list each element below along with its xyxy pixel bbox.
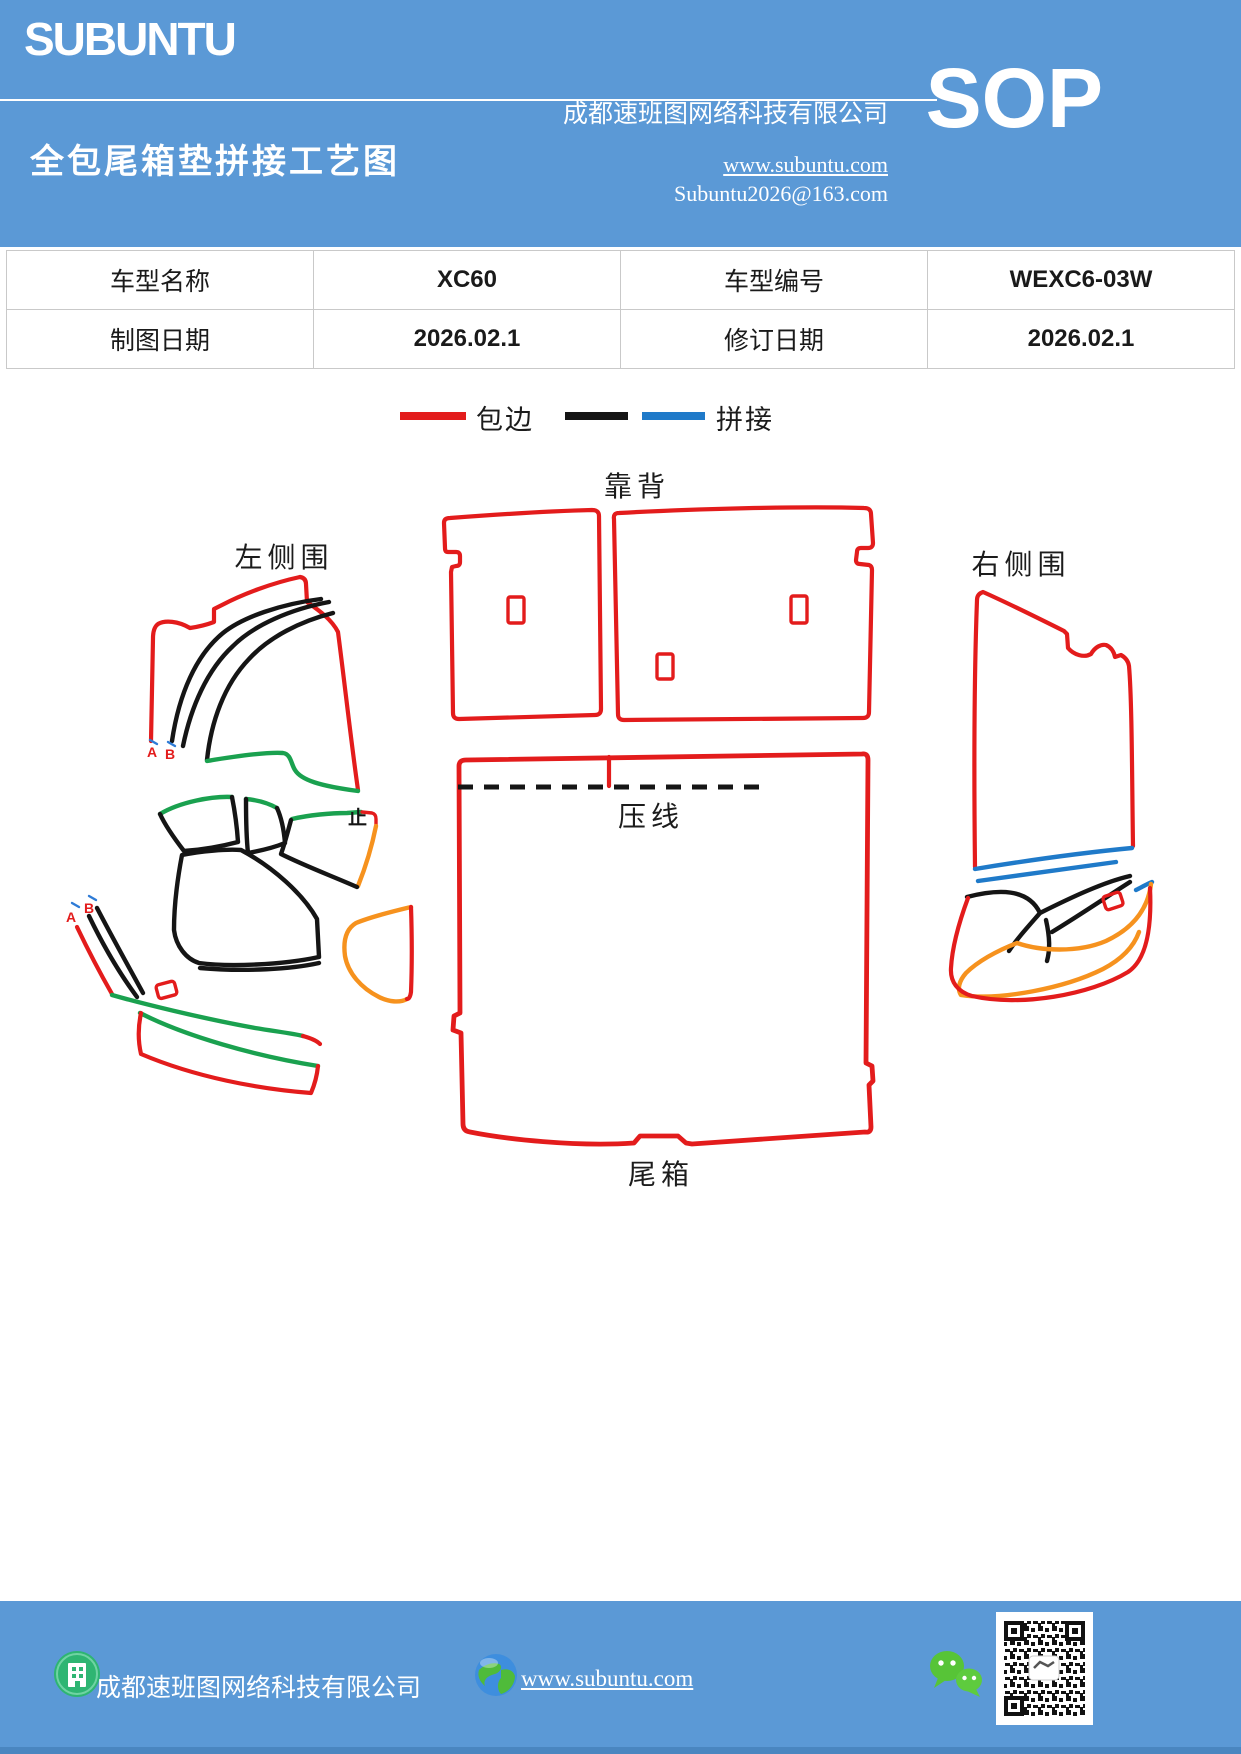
header-email: Subuntu2026@163.com [674,181,888,206]
label-trunk: 尾箱 [628,1159,694,1190]
label-stop-mark: 止 [348,807,367,829]
brand-logo: SUBUNTU [24,13,237,65]
revise-date-value: 2026.02.1 [927,309,1235,369]
label-point-a: A [147,744,157,760]
header-company-name: 成都速班图网络科技有限公司 [562,101,888,128]
backrest-left-piece [441,507,604,722]
footer-bottom-strip [0,1747,1241,1754]
page-title: 全包尾箱垫拼接工艺图 [30,144,400,181]
left-side-panel-piece: A B [147,574,361,794]
model-code-label: 车型编号 [620,250,928,310]
footer-website-link[interactable]: www.subuntu.com [521,1666,694,1691]
table-row: 制图日期 2026.02.1 修订日期 2026.02.1 [6,309,1235,369]
model-name-value: XC60 [313,250,621,310]
label-backrest: 靠背 [604,471,670,502]
wechat-icon [930,1651,982,1697]
legend-label-splice: 拼接 [716,405,774,435]
qr-code [996,1612,1093,1725]
footer-company-name: 成都速班图网络科技有限公司 [96,1675,422,1702]
trunk-piece [450,751,876,1147]
draw-date-label: 制图日期 [6,309,314,369]
table-row: 车型名称 XC60 车型编号 WEXC6-03W [6,250,1235,310]
label-point-b: B [165,746,175,762]
label-right-side: 右侧围 [971,549,1070,580]
label-left-side: 左侧围 [234,542,333,573]
model-code-value: WEXC6-03W [927,250,1235,310]
legend-swatch-splice-black [565,412,628,420]
label-point-a: A [66,909,76,925]
legend-label-edge-binding: 包边 [476,405,534,435]
right-lower-cluster [948,873,1155,1003]
revise-date-label: 修订日期 [620,309,928,369]
legend-swatch-splice-blue [642,412,705,420]
pattern-diagram: 靠背 左侧围 右侧围 压线 尾箱 A B [66,471,1155,1190]
model-name-label: 车型名称 [6,250,314,310]
header-divider-line [0,99,937,101]
header-banner: SUBUNTU 全包尾箱垫拼接工艺图 成都速班图网络科技有限公司 SOP www… [0,0,1241,247]
building-icon [54,1651,100,1697]
legend-swatch-edge-binding [400,412,466,420]
backrest-right-piece [611,505,876,723]
right-side-panel-piece [972,589,1136,884]
label-press-line: 压线 [618,801,684,832]
label-point-b: B [84,900,94,916]
vehicle-info-table: 车型名称 XC60 车型编号 WEXC6-03W 制图日期 2026.02.1 … [6,250,1235,369]
globe-icon [475,1654,517,1696]
draw-date-value: 2026.02.1 [313,309,621,369]
sop-badge: SOP [925,51,1103,145]
left-middle-cluster: 止 A B [66,794,414,1096]
header-website-link[interactable]: www.subuntu.com [723,152,888,177]
